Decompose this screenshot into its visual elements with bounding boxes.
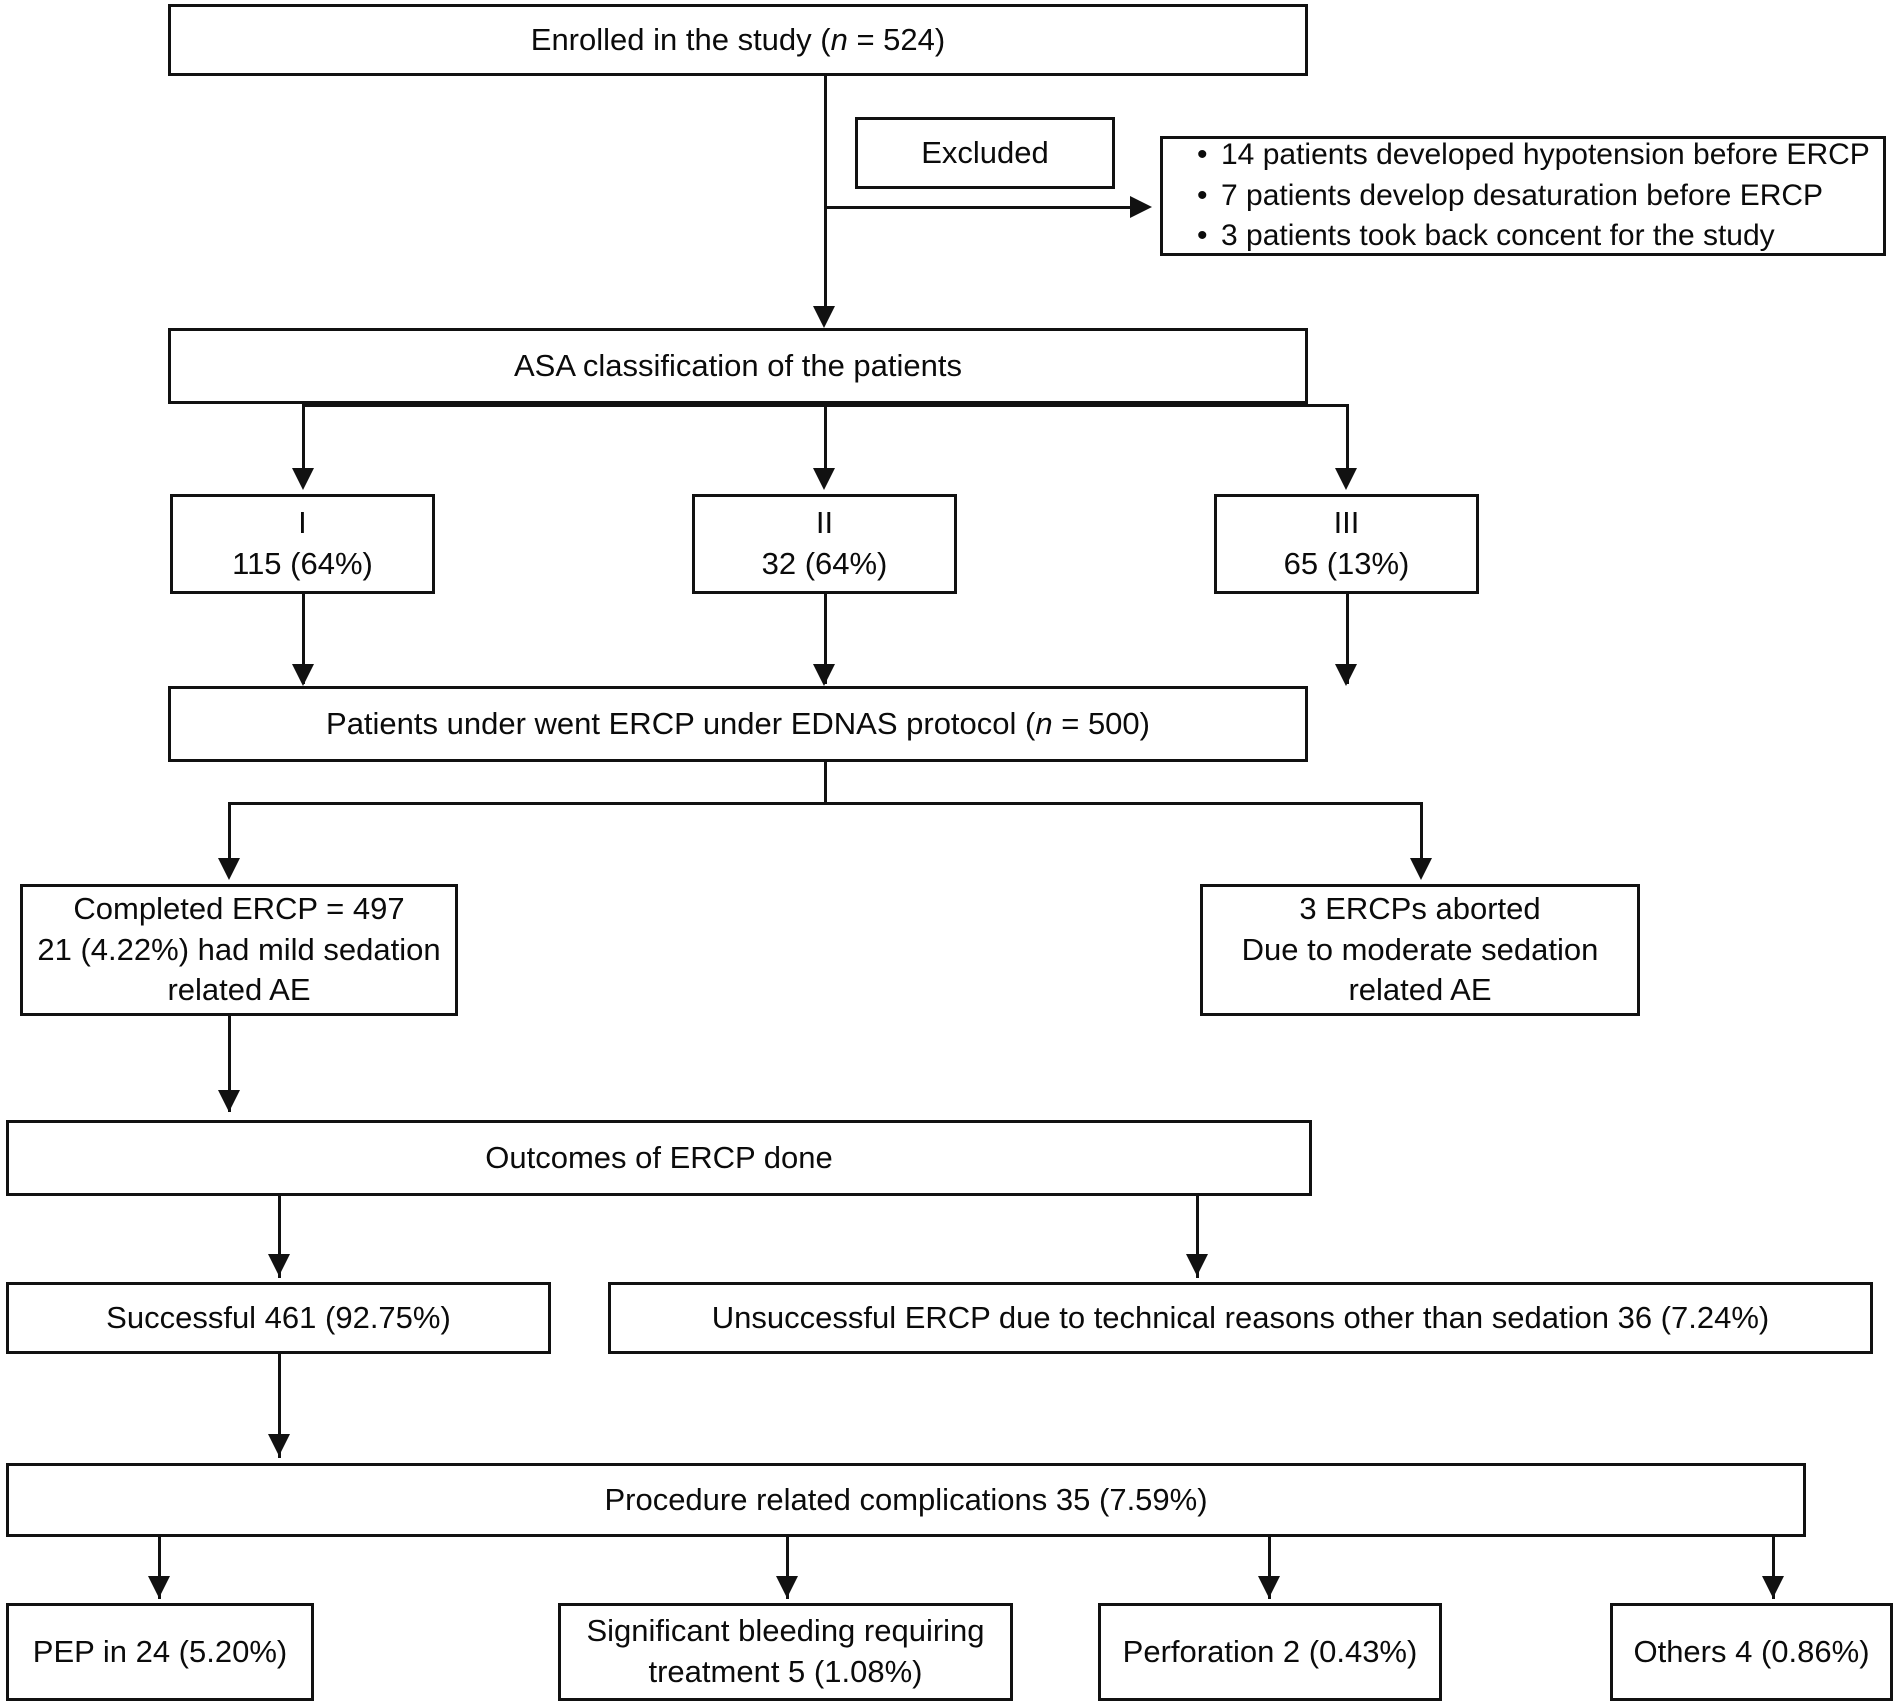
arrowhead-completed-to-outcomes	[218, 1090, 240, 1112]
node-unsuccessful-label: Unsuccessful ERCP due to technical reaso…	[711, 1299, 1770, 1335]
connector-ednas-to-aborted	[1420, 802, 1423, 864]
node-pep-label: PEP in 24 (5.20%)	[32, 1633, 288, 1669]
excluded-reason-item: 14 patients developed hypotension before…	[1195, 135, 1870, 176]
node-successful-label: Successful 461 (92.75%)	[106, 1299, 451, 1335]
node-asa-class-iii-text: III 65 (13%)	[1283, 505, 1410, 581]
arrowhead-ednas-to-completed	[218, 858, 240, 880]
arrowhead-asa-to-iii	[1335, 468, 1357, 490]
excluded-reason-item: 3 patients took back concent for the stu…	[1195, 216, 1870, 257]
node-significant-bleeding: Significant bleeding requiring treatment…	[558, 1603, 1013, 1701]
node-enrolled-in-study: Enrolled in the study (n = 524)	[168, 4, 1308, 76]
connector-asa-to-ii	[824, 404, 827, 474]
arrowhead-asa-iii-to-ednas	[1335, 664, 1357, 686]
connector-asa-i-to-ednas	[302, 594, 305, 684]
node-outcomes-label: Outcomes of ERCP done	[485, 1139, 833, 1175]
node-complications-label: Procedure related complications 35 (7.59…	[604, 1481, 1208, 1517]
node-bleeding-label: Significant bleeding requiring treatment…	[586, 1613, 985, 1689]
arrowhead-complications-to-bleeding	[776, 1576, 798, 1598]
connector-asa-ii-to-ednas	[824, 594, 827, 684]
connector-successful-to-complications	[278, 1354, 281, 1458]
node-perforation-label: Perforation 2 (0.43%)	[1122, 1633, 1418, 1669]
node-asa-classification-label: ASA classification of the patients	[513, 347, 963, 383]
node-aborted-ercp: 3 ERCPs aborted Due to moderate sedation…	[1200, 884, 1640, 1016]
arrowhead-complications-to-others	[1762, 1576, 1784, 1598]
connector-asa-iii-to-ednas	[1346, 594, 1349, 684]
connector-outcomes-to-unsuccessful	[1196, 1196, 1199, 1278]
arrowhead-asa-i-to-ednas	[292, 664, 314, 686]
node-procedure-complications: Procedure related complications 35 (7.59…	[6, 1463, 1806, 1537]
connector-completed-to-outcomes	[228, 1016, 231, 1112]
node-others-label: Others 4 (0.86%)	[1633, 1633, 1870, 1669]
arrowhead-asa-to-ii	[813, 468, 835, 490]
connector-complications-to-pep	[158, 1537, 161, 1599]
arrowhead-outcomes-to-successful	[268, 1254, 290, 1276]
node-enrolled-label: Enrolled in the study (n = 524)	[530, 21, 946, 57]
connector-ednas-stem	[824, 762, 827, 804]
arrowhead-outcomes-to-unsuccessful	[1186, 1254, 1208, 1276]
node-asa-class-i: I 115 (64%)	[170, 494, 435, 594]
node-excluded-reasons: 14 patients developed hypotension before…	[1160, 135, 1886, 257]
connector-enrolled-to-asa	[824, 76, 827, 312]
node-asa-class-ii: II 32 (64%)	[692, 494, 957, 594]
node-asa-class-ii-text: II 32 (64%)	[761, 505, 888, 581]
node-unsuccessful-ercp: Unsuccessful ERCP due to technical reaso…	[608, 1282, 1873, 1354]
connector-excluded-horizontal	[824, 206, 1134, 209]
arrowhead-complications-to-pep	[148, 1576, 170, 1598]
node-ercp-ednas-label: Patients under went ERCP under EDNAS pro…	[326, 705, 1150, 741]
node-aborted-ercp-label: 3 ERCPs aborted Due to moderate sedation…	[1241, 890, 1599, 1008]
node-ercp-ednas-protocol: Patients under went ERCP under EDNAS pro…	[168, 686, 1308, 762]
node-asa-classification: ASA classification of the patients	[168, 328, 1308, 404]
connector-complications-to-bleeding	[786, 1537, 789, 1599]
connector-complications-to-others	[1772, 1537, 1775, 1599]
node-excluded: Excluded	[855, 117, 1115, 189]
node-others: Others 4 (0.86%)	[1610, 1603, 1893, 1701]
node-asa-class-i-text: I 115 (64%)	[232, 505, 373, 581]
arrowhead-excluded-to-reasons	[1130, 196, 1152, 218]
connector-ednas-to-completed	[228, 802, 231, 864]
node-completed-ercp: Completed ERCP = 497 21 (4.22%) had mild…	[20, 884, 458, 1016]
node-completed-ercp-label: Completed ERCP = 497 21 (4.22%) had mild…	[37, 890, 441, 1008]
node-pep: PEP in 24 (5.20%)	[6, 1603, 314, 1701]
excluded-reason-item: 7 patients develop desaturation before E…	[1195, 176, 1870, 217]
node-perforation: Perforation 2 (0.43%)	[1098, 1603, 1442, 1701]
excluded-reasons-list: 14 patients developed hypotension before…	[1173, 135, 1870, 257]
connector-ednas-split-bus	[228, 802, 1423, 805]
connector-complications-to-perforation	[1268, 1537, 1271, 1599]
arrowhead-asa-ii-to-ednas	[813, 664, 835, 686]
arrowhead-asa-to-i	[292, 468, 314, 490]
connector-outcomes-to-successful	[278, 1196, 281, 1278]
node-excluded-label: Excluded	[921, 134, 1049, 170]
connector-asa-to-i	[302, 404, 305, 474]
connector-asa-to-iii	[1346, 404, 1349, 474]
node-asa-class-iii: III 65 (13%)	[1214, 494, 1479, 594]
arrowhead-successful-to-complications	[268, 1434, 290, 1456]
arrowhead-complications-to-perforation	[1258, 1576, 1280, 1598]
arrowhead-ednas-to-aborted	[1410, 858, 1432, 880]
node-outcomes-of-ercp: Outcomes of ERCP done	[6, 1120, 1312, 1196]
node-successful-ercp: Successful 461 (92.75%)	[6, 1282, 551, 1354]
arrowhead-enrolled-to-asa	[813, 306, 835, 328]
